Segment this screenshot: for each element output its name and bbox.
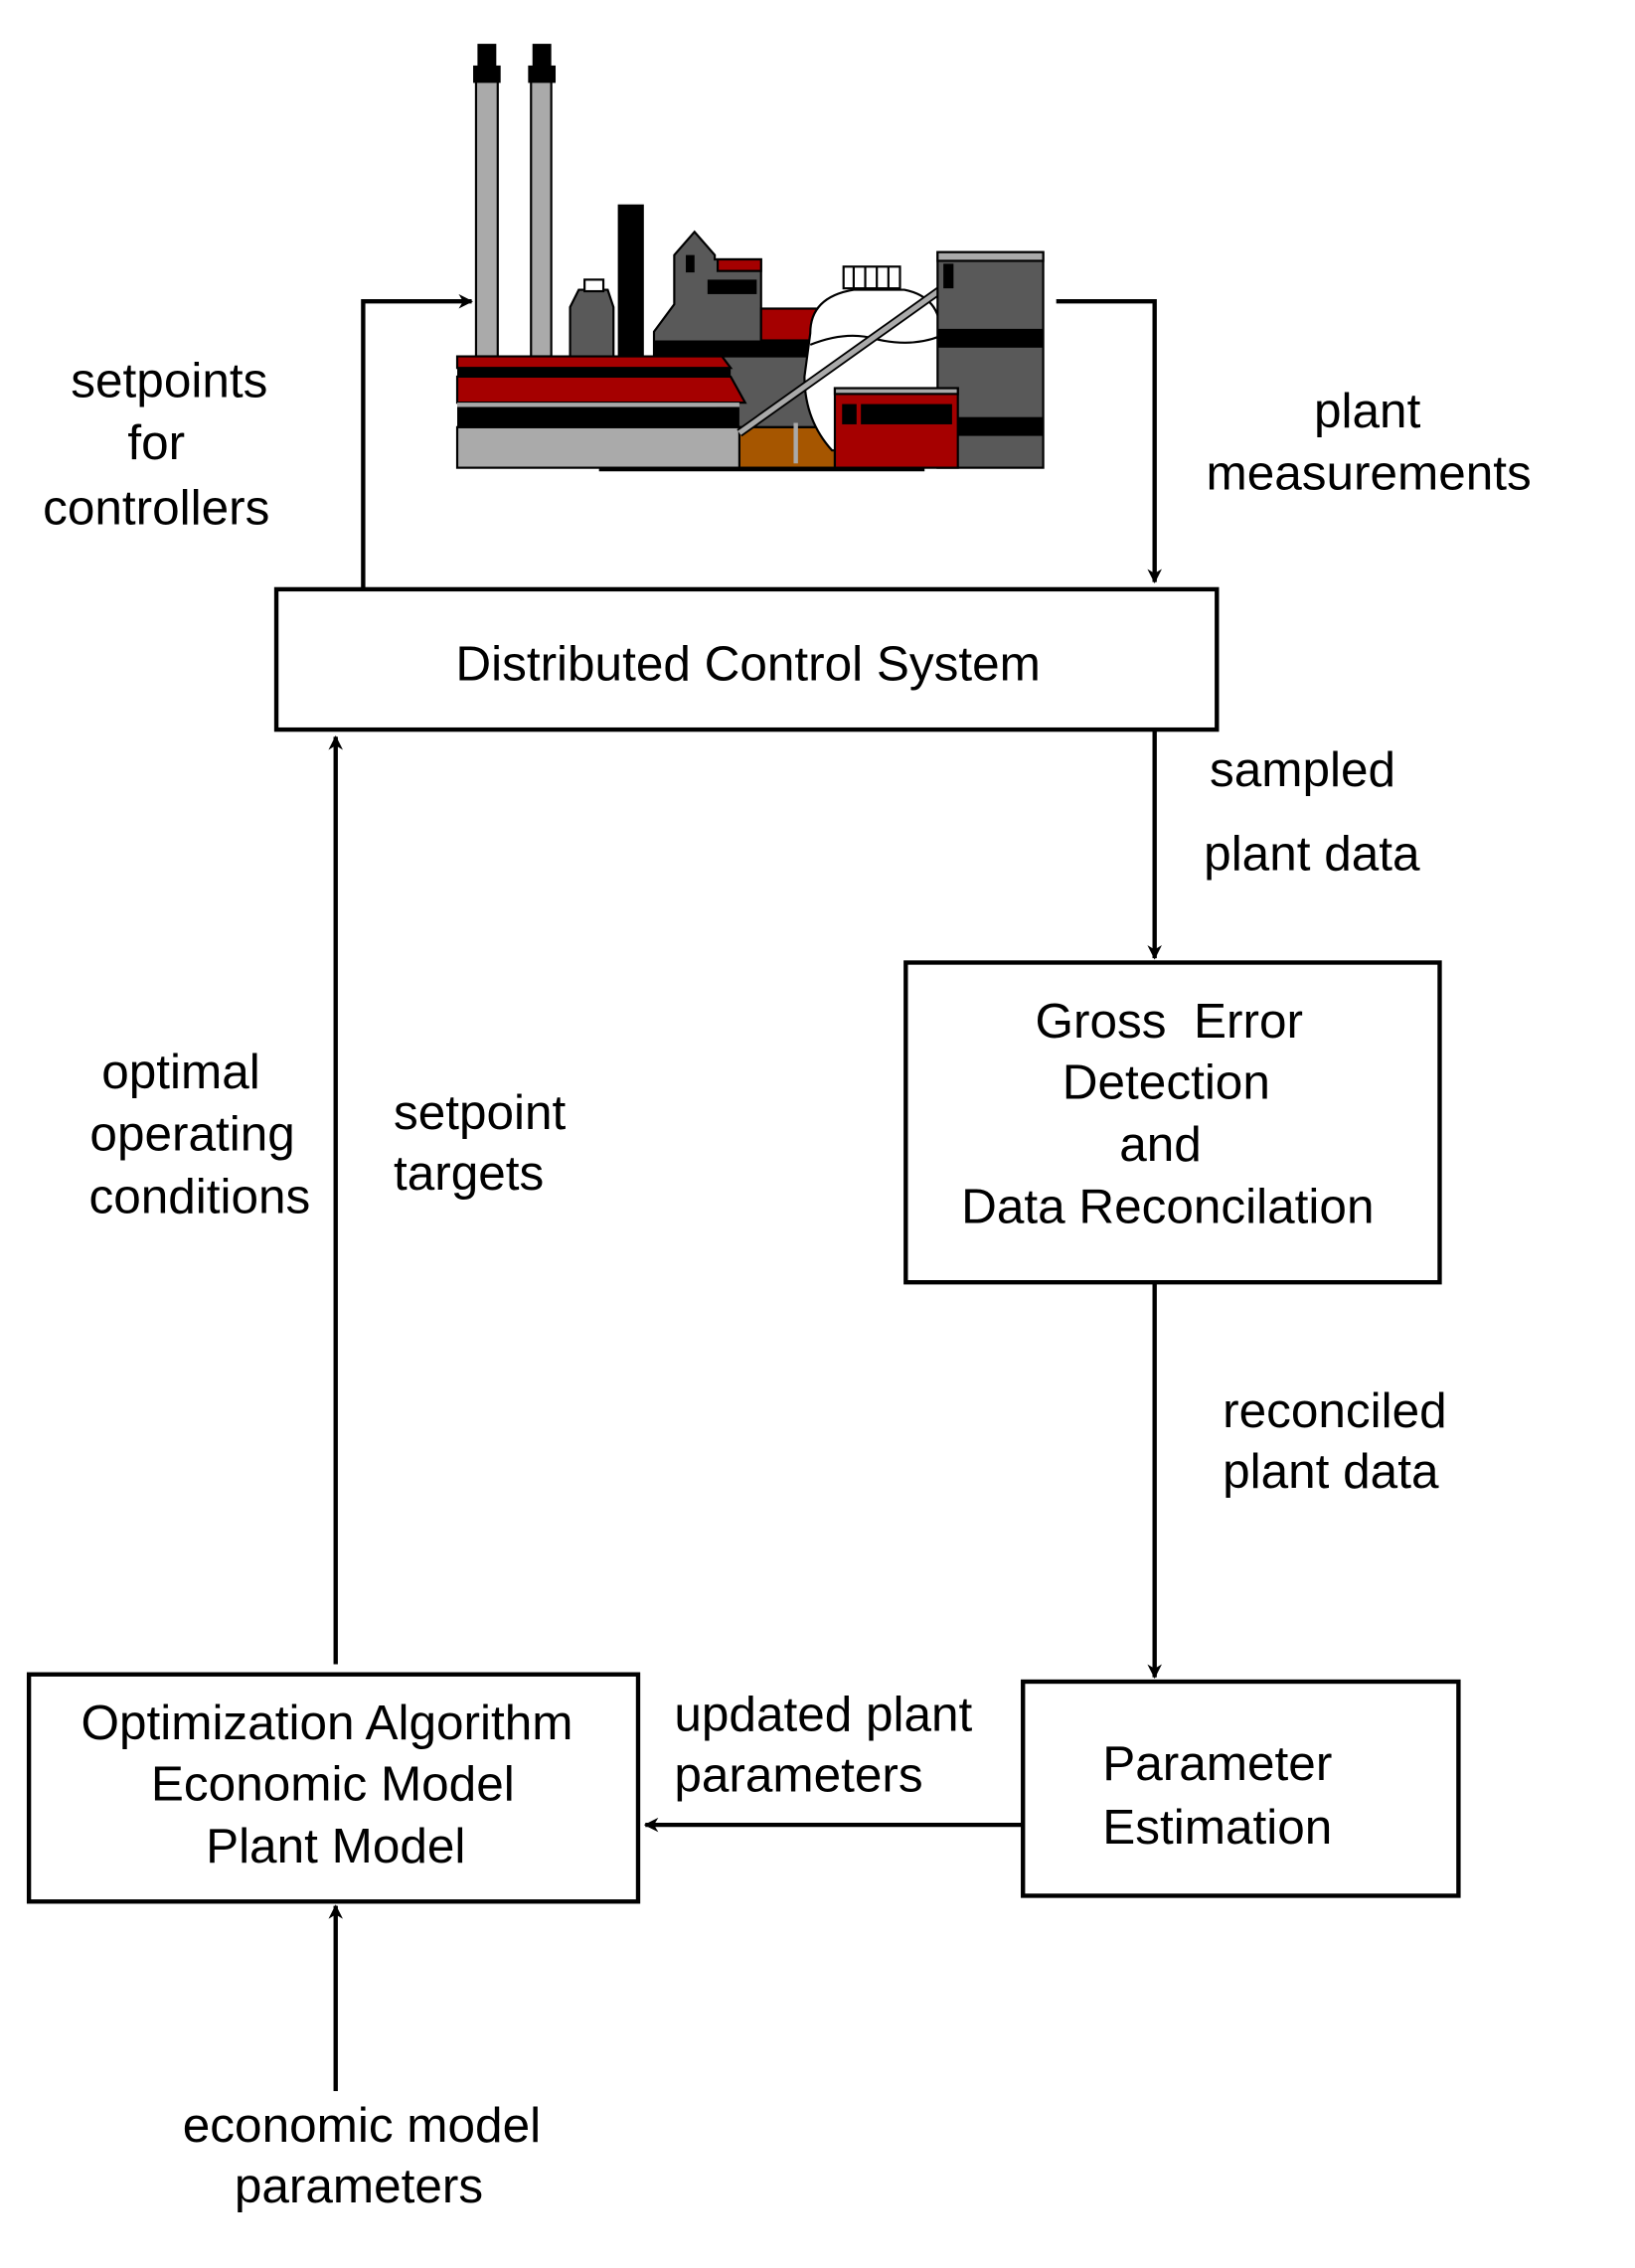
updated-parameters-label: updated plant parameters — [674, 1687, 972, 1802]
label-line: controllers — [43, 480, 269, 535]
label-line: reconciled — [1223, 1383, 1447, 1438]
label-line: parameters — [235, 2159, 483, 2213]
factory-icon — [455, 44, 1045, 472]
label-line: conditions — [88, 1169, 310, 1223]
reconciled-data-label: reconciled plant data — [1223, 1383, 1447, 1499]
box-line: Data Reconcilation — [961, 1180, 1374, 1234]
dcs-label: Distributed Control System — [455, 637, 1041, 692]
label-line: setpoints — [71, 353, 267, 407]
label-line: economic model — [183, 2098, 541, 2153]
setpoint-targets-label: setpoint targets — [394, 1085, 567, 1201]
box-line: Estimation — [1102, 1800, 1332, 1855]
label-line: plant data — [1204, 826, 1420, 881]
setpoints-arrow — [361, 293, 474, 589]
box-line: and — [1119, 1117, 1202, 1172]
label-line: measurements — [1207, 445, 1532, 500]
label-line: setpoint — [394, 1085, 567, 1140]
label-line: plant data — [1223, 1444, 1439, 1499]
label-line: targets — [394, 1146, 544, 1201]
plant-measurements-label: plant measurements — [1207, 384, 1532, 501]
economic-parameters-label: economic model parameters — [183, 2098, 541, 2213]
measurements-arrow — [1056, 299, 1162, 584]
box-line: Plant Model — [206, 1819, 465, 1873]
box-line: Gross Error — [1036, 994, 1303, 1049]
label-line: for — [127, 415, 185, 470]
sampled-data-label: sampled plant data — [1204, 742, 1420, 881]
box-line: Parameter — [1102, 1736, 1332, 1791]
gross-error-box: Gross Error Detection and Data Reconcila… — [903, 960, 1442, 1285]
optimal-conditions-label: optimal operating conditions — [88, 1045, 310, 1223]
label-line: parameters — [674, 1748, 922, 1803]
label-line: operating — [89, 1107, 294, 1162]
label-line: sampled — [1210, 742, 1395, 797]
box-line: Detection — [1063, 1054, 1270, 1109]
optimization-box: Optimization Algorithm Economic Model Pl… — [26, 1672, 641, 1904]
label-line: plant — [1314, 384, 1421, 438]
parameter-estimation-box: Parameter Estimation — [1021, 1679, 1461, 1898]
dcs-box: Distributed Control System — [273, 586, 1220, 732]
label-line: updated plant — [674, 1687, 972, 1741]
box-line: Economic Model — [151, 1756, 515, 1811]
setpoints-label: setpoints for controllers — [43, 353, 269, 535]
box-line: Optimization Algorithm — [81, 1696, 572, 1750]
label-line: optimal — [101, 1045, 260, 1099]
